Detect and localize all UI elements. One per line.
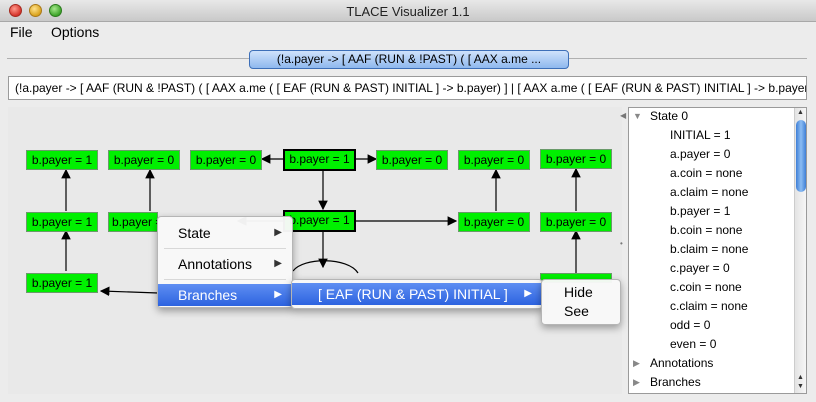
tree-item[interactable]: c.coin = none (670, 280, 742, 294)
tree-node-branches[interactable]: Branches (650, 375, 701, 389)
menu-item-state[interactable]: State▶ (158, 222, 292, 244)
state-node[interactable]: b.payer = 0 (190, 150, 262, 170)
submenu-arrow-icon: ▶ (274, 258, 282, 269)
branch-action-submenu: Hide See (541, 279, 621, 325)
state-node[interactable]: b.payer = 0 (376, 150, 448, 170)
window-title: TLACE Visualizer 1.1 (346, 4, 470, 19)
state-node[interactable]: b.payer = 1 (26, 150, 98, 170)
tree-item[interactable]: a.payer = 0 (670, 147, 731, 161)
edge (292, 260, 359, 274)
tree-item[interactable]: b.claim = none (670, 242, 749, 256)
state-node[interactable]: b.payer = 0 (108, 150, 180, 170)
menu-options[interactable]: Options (51, 24, 100, 40)
state-node[interactable]: b.payer = 0 (540, 212, 612, 232)
edge (99, 286, 159, 297)
minimize-window-button[interactable] (29, 4, 42, 17)
state-node-selected[interactable]: b.payer = 1 (283, 149, 356, 171)
submenu-arrow-icon: ▶ (274, 289, 282, 300)
menu-item-hide[interactable]: Hide (564, 284, 593, 300)
tree-item[interactable]: INITIAL = 1 (670, 128, 731, 142)
tree-item[interactable]: b.payer = 1 (670, 204, 731, 218)
collapsed-triangle-icon[interactable]: ▶ (633, 377, 640, 387)
state-node[interactable]: b.payer = 0 (540, 149, 612, 169)
branches-submenu: [ EAF (RUN & PAST) INITIAL ]▶ (291, 279, 543, 309)
window-titlebar: TLACE Visualizer 1.1 (0, 0, 816, 22)
menu-item-see[interactable]: See (564, 303, 589, 319)
collapsed-triangle-icon[interactable]: ▶ (633, 358, 640, 368)
splitter-left-arrow-icon[interactable]: ◀ (620, 111, 627, 120)
tree-item[interactable]: odd = 0 (670, 318, 711, 332)
scroll-up-icon[interactable]: ▲ (797, 109, 804, 116)
scroll-down-icon[interactable]: ▼ (797, 383, 804, 390)
state-tree[interactable]: ▼ State 0 INITIAL = 1 a.payer = 0 a.coin… (628, 107, 807, 394)
tree-item[interactable]: a.claim = none (670, 185, 749, 199)
tree-scrollbar[interactable]: ▲ ▲ ▼ (794, 108, 806, 393)
formula-display: (!a.payer -> [ AAF (RUN & !PAST) ( [ AAX… (8, 76, 807, 100)
scrollbar-thumb[interactable] (796, 120, 806, 192)
menu-item-annotations[interactable]: Annotations▶ (158, 253, 292, 275)
zoom-window-button[interactable] (49, 4, 62, 17)
state-node[interactable]: b.payer = 1 (26, 273, 98, 293)
menu-item-branch-formula[interactable]: [ EAF (RUN & PAST) INITIAL ]▶ (292, 283, 542, 305)
tree-item[interactable]: even = 0 (670, 337, 717, 351)
tree-item[interactable]: c.payer = 0 (670, 261, 730, 275)
state-node[interactable]: b.payer = 0 (458, 212, 530, 232)
splitter-grip-icon[interactable]: • (620, 239, 623, 248)
submenu-arrow-icon: ▶ (524, 288, 532, 299)
submenu-arrow-icon: ▶ (274, 227, 282, 238)
menu-separator (164, 279, 286, 280)
tree-node-annotations[interactable]: Annotations (650, 356, 714, 370)
state-node-selected[interactable]: b.payer = 1 (283, 210, 356, 232)
close-window-button[interactable] (9, 4, 22, 17)
scroll-up-icon[interactable]: ▲ (797, 374, 804, 381)
state-node[interactable]: b.payer = 1 (108, 212, 158, 232)
tree-item[interactable]: b.coin = none (670, 223, 743, 237)
state-node[interactable]: b.payer = 0 (458, 150, 530, 170)
menu-file[interactable]: File (10, 24, 33, 40)
menu-separator (164, 248, 286, 249)
expanded-triangle-icon[interactable]: ▼ (633, 111, 642, 121)
state-node[interactable]: b.payer = 1 (26, 212, 98, 232)
menubar: File Options (0, 22, 816, 42)
context-menu: State▶ Annotations▶ Branches▶ (157, 216, 293, 308)
graph-canvas[interactable]: b.payer = 1 b.payer = 0 b.payer = 0 b.pa… (8, 107, 622, 394)
tree-item[interactable]: a.coin = none (670, 166, 743, 180)
tree-node-state[interactable]: State 0 (650, 109, 689, 123)
menu-item-branches[interactable]: Branches▶ (158, 284, 292, 306)
tree-item[interactable]: c.claim = none (670, 299, 748, 313)
tab-formula[interactable]: (!a.payer -> [ AAF (RUN & !PAST) ( [ AAX… (249, 50, 569, 69)
